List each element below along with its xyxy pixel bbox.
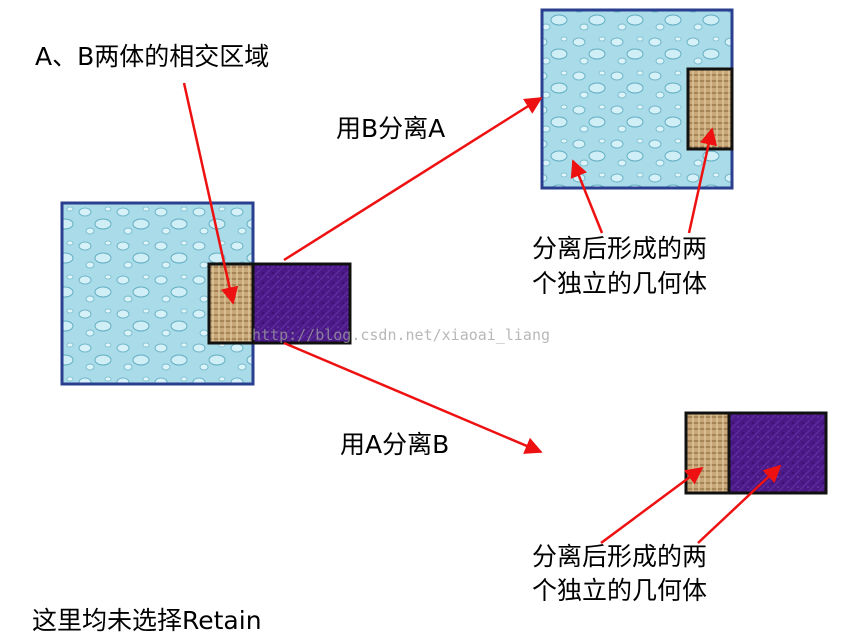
result-top-label-line1: 分离后形成的两 <box>532 234 708 263</box>
result-b-burlap-piece <box>684 411 731 495</box>
intersection-burlap-block <box>207 262 255 345</box>
result-b-purple-block <box>726 411 828 495</box>
original-bodies <box>60 201 352 386</box>
body-b-purple-block <box>250 262 352 345</box>
watermark-text: http://blog.csdn.net/xiaoai_liang <box>252 326 550 344</box>
arrow-top-result-water <box>570 159 604 234</box>
arrow-to-intersection <box>182 82 239 305</box>
intersection-label: A、B两体的相交区域 <box>35 42 270 71</box>
split-b-by-a-label: 用A分离B <box>340 430 450 459</box>
arrows <box>182 82 782 545</box>
result-a-split-by-b <box>540 8 734 190</box>
split-a-by-b-label: 用B分离A <box>336 114 446 143</box>
result-b-split-by-a <box>684 411 828 495</box>
result-bottom-label-line2: 个独立的几何体 <box>532 576 708 605</box>
result-top-label-line2: 个独立的几何体 <box>532 269 708 298</box>
arrow-top-result-burlap <box>687 127 718 234</box>
result-bottom-label-line1: 分离后形成的两 <box>532 542 708 571</box>
retain-note: 这里均未选择Retain <box>32 606 262 635</box>
arrow-split-b-by-a <box>283 341 543 454</box>
arrow-split-a-by-b <box>283 96 543 262</box>
arrow-bottom-result-purple <box>697 464 782 544</box>
arrow-bottom-result-burlap <box>600 466 704 545</box>
